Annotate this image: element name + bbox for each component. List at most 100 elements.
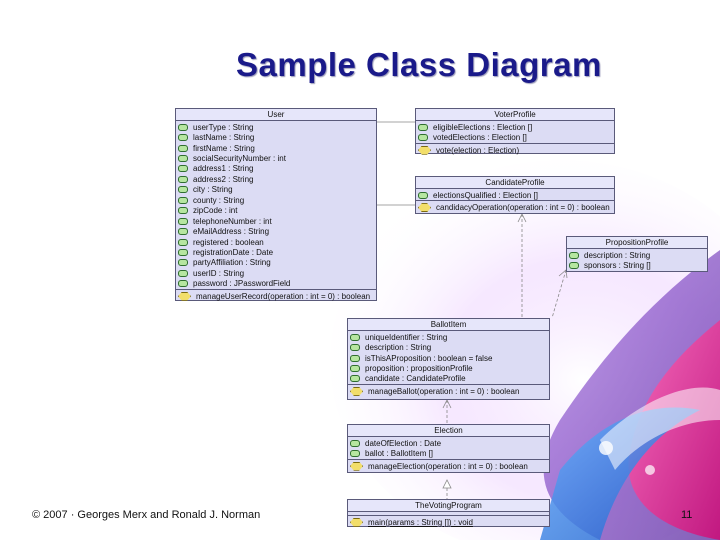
attribute-row: registrationDate : Date (176, 247, 376, 257)
attribute-label: proposition : propositionProfile (365, 364, 473, 374)
attribute-label: electionsQualified : Election [] (433, 190, 538, 200)
attribute-icon (178, 228, 188, 236)
operation-label: candidacyOperation(operation : int = 0) … (436, 203, 610, 213)
attribute-label: password : JPasswordField (193, 279, 291, 289)
operation-label: manageUserRecord(operation : int = 0) : … (196, 291, 371, 301)
attribute-label: candidate : CandidateProfile (365, 374, 466, 384)
attribute-icon (178, 248, 188, 256)
class-voting-program-name: TheVotingProgram (348, 500, 549, 512)
attribute-row: uniqueIdentifier : String (348, 332, 549, 342)
operation-icon (350, 461, 363, 471)
attribute-row: telephoneNumber : int (176, 216, 376, 226)
attribute-row: firstName : String (176, 143, 376, 153)
slide-footer-copyright: © 2007 · Georges Merx and Ronald J. Norm… (32, 509, 261, 521)
attribute-row: eligibleElections : Election [] (416, 122, 614, 132)
attribute-label: description : String (365, 343, 432, 353)
attribute-label: votedElections : Election [] (433, 133, 527, 143)
attribute-icon (350, 439, 360, 447)
attribute-label: registered : boolean (193, 237, 264, 247)
attribute-row: eMailAddress : String (176, 226, 376, 236)
attribute-icon (418, 191, 428, 199)
operation-row: vote(election : Election) (416, 145, 614, 155)
operation-row: manageBallot(operation : int = 0) : bool… (348, 386, 549, 396)
operation-icon (418, 145, 431, 155)
attribute-row: registered : boolean (176, 237, 376, 247)
attribute-icon (178, 217, 188, 225)
attribute-label: address1 : String (193, 164, 254, 174)
class-user-name: User (176, 109, 376, 121)
class-candidate-profile[interactable]: CandidateProfile electionsQualified : El… (415, 176, 615, 214)
attribute-row: address2 : String (176, 174, 376, 184)
class-candidate-profile-operations: candidacyOperation(operation : int = 0) … (416, 201, 614, 213)
attribute-row: userID : String (176, 268, 376, 278)
attribute-row: dateOfElection : Date (348, 438, 549, 448)
attribute-label: lastName : String (193, 133, 255, 143)
attribute-icon (178, 186, 188, 194)
attribute-icon (178, 196, 188, 204)
operation-icon (178, 291, 191, 301)
class-ballot-item-name: BallotItem (348, 319, 549, 331)
attribute-row: proposition : propositionProfile (348, 363, 549, 373)
class-election-operations: manageElection(operation : int = 0) : bo… (348, 460, 549, 471)
operation-label: manageElection(operation : int = 0) : bo… (368, 461, 528, 471)
class-voter-profile-operations: vote(election : Election) (416, 144, 614, 155)
operation-row: main(params : String []) : void (348, 517, 549, 527)
operation-row: manageElection(operation : int = 0) : bo… (348, 461, 549, 471)
attribute-label: partyAffiliation : String (193, 258, 271, 268)
operation-label: vote(election : Election) (436, 145, 520, 155)
attribute-row: county : String (176, 195, 376, 205)
attribute-label: city : String (193, 185, 233, 195)
attribute-icon (350, 375, 360, 383)
attribute-icon (178, 134, 188, 142)
attribute-row: sponsors : String [] (567, 260, 707, 270)
slide-title: Sample Class Diagram (236, 46, 602, 83)
attribute-label: ballot : BallotItem [] (365, 449, 434, 459)
attribute-label: userType : String (193, 122, 254, 132)
class-voting-program[interactable]: TheVotingProgram main(params : String []… (347, 499, 550, 527)
attribute-icon (178, 123, 188, 131)
attribute-label: description : String (584, 250, 651, 260)
attribute-row: city : String (176, 185, 376, 195)
class-voter-profile-name: VoterProfile (416, 109, 614, 121)
attribute-icon (350, 344, 360, 352)
attribute-row: votedElections : Election [] (416, 132, 614, 142)
attribute-label: eligibleElections : Election [] (433, 122, 533, 132)
attribute-icon (178, 144, 188, 152)
attribute-icon (569, 262, 579, 270)
attribute-icon (178, 165, 188, 173)
class-candidate-profile-attributes: electionsQualified : Election [] (416, 189, 614, 202)
attribute-label: telephoneNumber : int (193, 216, 272, 226)
class-candidate-profile-name: CandidateProfile (416, 177, 614, 189)
attribute-label: socialSecurityNumber : int (193, 154, 286, 164)
attribute-label: uniqueIdentifier : String (365, 332, 448, 342)
attribute-icon (178, 259, 188, 267)
operation-icon (350, 386, 363, 396)
attribute-row: description : String (348, 342, 549, 352)
operation-label: main(params : String []) : void (368, 517, 473, 527)
class-voter-profile[interactable]: VoterProfile eligibleElections : Electio… (415, 108, 615, 155)
attribute-row: socialSecurityNumber : int (176, 153, 376, 163)
attribute-label: firstName : String (193, 143, 255, 153)
attribute-label: eMailAddress : String (193, 227, 270, 237)
operation-icon (350, 517, 363, 527)
attribute-label: isThisAProposition : boolean = false (365, 353, 493, 363)
class-voting-program-attributes (348, 512, 549, 516)
attribute-row: password : JPasswordField (176, 279, 376, 289)
attribute-row: ballot : BallotItem [] (348, 448, 549, 458)
attribute-icon (350, 354, 360, 362)
attribute-label: registrationDate : Date (193, 247, 274, 257)
attribute-icon (569, 251, 579, 259)
attribute-icon (178, 175, 188, 183)
class-voting-program-operations: main(params : String []) : void (348, 516, 549, 527)
attribute-icon (350, 450, 360, 458)
attribute-row: electionsQualified : Election [] (416, 190, 614, 200)
operation-row: candidacyOperation(operation : int = 0) … (416, 202, 614, 213)
attribute-icon (178, 207, 188, 215)
slide-page-number: 11 (681, 509, 693, 521)
